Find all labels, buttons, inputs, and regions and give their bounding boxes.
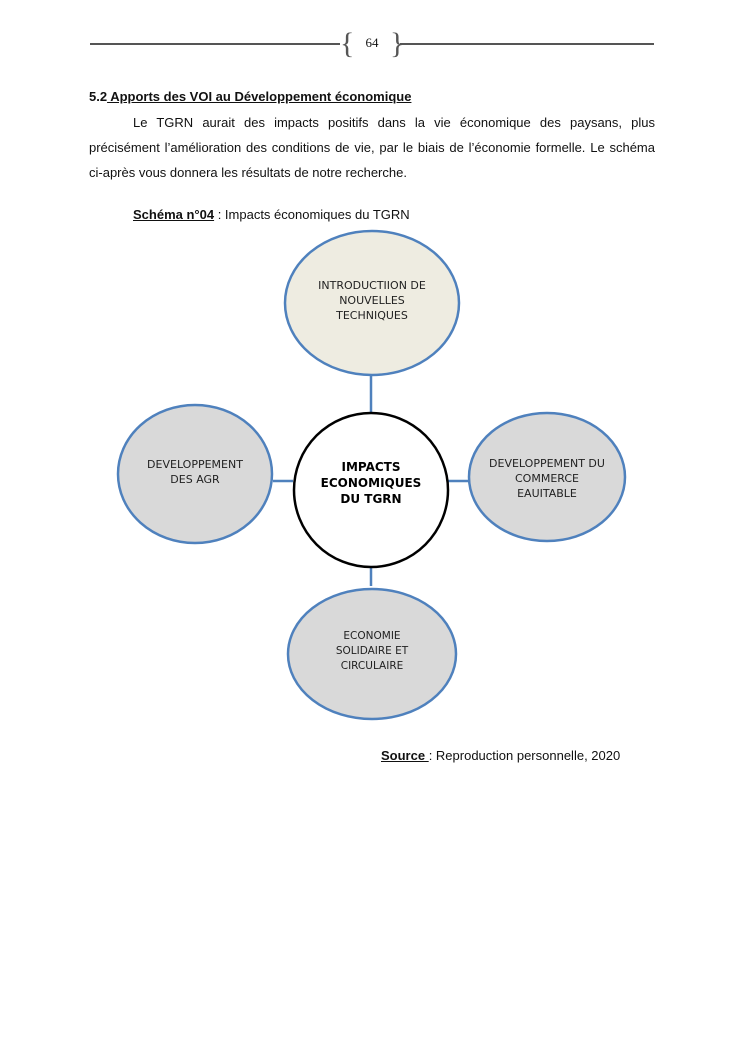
header-bracket-right: }	[390, 27, 405, 60]
caption-label: Schéma n°04	[133, 207, 215, 222]
center-shape	[292, 411, 450, 569]
node-left: DEVELOPPEMENT DES AGR	[147, 458, 243, 486]
caption-text: Impacts économiques du TGRN	[224, 207, 410, 222]
node-right-shape	[467, 411, 627, 543]
header-bracket-left: {	[340, 27, 355, 60]
node-bottom-shape	[286, 587, 458, 721]
section-title: Apports des VOI au Développement économi…	[107, 89, 412, 104]
caption-sep: :	[214, 207, 225, 222]
node-bottom: ECONOMIE SOLIDAIRE ET CIRCULAIRE	[335, 629, 409, 672]
header-rule-left	[90, 43, 340, 45]
node-left-shape	[116, 403, 274, 545]
paragraph-text: Le TGRN aurait des impacts positifs dans…	[89, 115, 655, 180]
figure-source: Source : Reproduction personnelle, 2020	[381, 748, 620, 763]
node-center: IMPACTS ECONOMIQUES DU TGRN	[320, 460, 422, 506]
page-number: 64	[365, 35, 379, 50]
source-text: : Reproduction personnelle, 2020	[428, 748, 621, 763]
section-number: 5.2	[89, 89, 108, 104]
source-label: Source	[381, 748, 429, 763]
figure-caption: Schéma n°04 : Impacts économiques du TGR…	[133, 207, 410, 222]
node-top: INTRODUCTIION DE NOUVELLES TECHNIQUES	[318, 278, 426, 322]
body-paragraph: Le TGRN aurait des impacts positifs dans…	[89, 110, 655, 185]
header-rule-right	[400, 43, 654, 45]
node-top-shape	[283, 229, 461, 377]
node-right: DEVELOPPEMENT DU COMMERCE EAUITABLE	[489, 456, 605, 500]
section-heading: 5.2 Apports des VOI au Développement éco…	[89, 89, 411, 104]
